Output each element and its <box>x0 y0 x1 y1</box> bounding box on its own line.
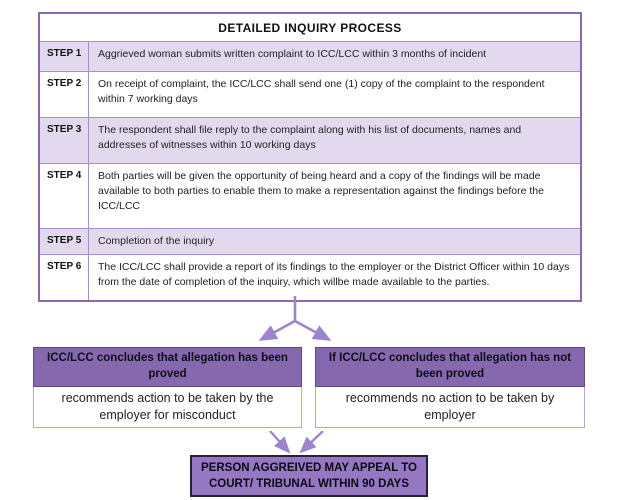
outcome-not-proved-header: If ICC/LCC concludes that allegation has… <box>315 347 585 387</box>
table-row: STEP 2 On receipt of complaint, the ICC/… <box>40 71 580 117</box>
step-label: STEP 4 <box>40 164 89 228</box>
outcome-not-proved-box: If ICC/LCC concludes that allegation has… <box>315 347 585 428</box>
process-table: DETAILED INQUIRY PROCESS STEP 1 Aggrieve… <box>38 12 582 303</box>
split-arrow-icon <box>258 296 332 341</box>
step-label: STEP 6 <box>40 255 89 301</box>
table-row: STEP 4 Both parties will be given the op… <box>40 163 580 228</box>
outcome-proved-body: recommends action to be taken by the emp… <box>33 387 302 428</box>
table-row: STEP 3 The respondent shall file reply t… <box>40 117 580 163</box>
table-row: STEP 6 The ICC/LCC shall provide a repor… <box>40 254 580 301</box>
appeal-box: PERSON AGGREIVED MAY APPEAL TO COURT/ TR… <box>190 455 428 498</box>
table-row: STEP 1 Aggrieved woman submits written c… <box>40 41 580 71</box>
converge-arrows-icon <box>269 431 324 454</box>
step-text: Both parties will be given the opportuni… <box>98 170 544 213</box>
table-title: DETAILED INQUIRY PROCESS <box>40 14 580 41</box>
table-rows: STEP 1 Aggrieved woman submits written c… <box>40 41 580 301</box>
step-label: STEP 3 <box>40 118 89 163</box>
table-row: STEP 5 Completion of the inquiry <box>40 228 580 255</box>
outcome-proved-box: ICC/LCC concludes that allegation has be… <box>33 347 302 428</box>
step-text: On receipt of complaint, the ICC/LCC sha… <box>98 78 545 106</box>
outcome-not-proved-body: recommends no action to be taken by empl… <box>315 387 585 428</box>
step-text: Completion of the inquiry <box>98 235 215 247</box>
step-label: STEP 1 <box>40 42 89 71</box>
step-text: The ICC/LCC shall provide a report of it… <box>98 261 570 289</box>
step-label: STEP 5 <box>40 229 89 255</box>
step-text: The respondent shall file reply to the c… <box>98 124 522 152</box>
step-label: STEP 2 <box>40 72 89 117</box>
outcome-proved-header: ICC/LCC concludes that allegation has be… <box>33 347 302 387</box>
step-text: Aggrieved woman submits written complain… <box>98 48 487 60</box>
